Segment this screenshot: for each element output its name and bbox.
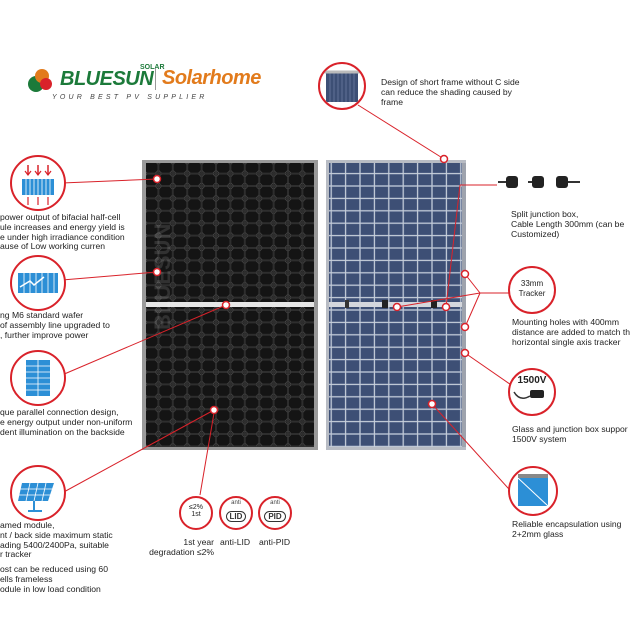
bluesun-logo-icon xyxy=(28,69,52,92)
parallel-connection-icon xyxy=(10,350,66,406)
right-callout-4-text: Glass and junction box suppor 1500V syst… xyxy=(512,424,628,444)
brand-header: BLUESUN SOLAR Solarhome YOUR BEST PV SUP… xyxy=(22,64,261,108)
degradation-icon: ≤2% 1st xyxy=(179,496,213,530)
anti-pid-caption: anti-PID xyxy=(259,537,291,547)
brand-name-left-sup: SOLAR xyxy=(140,64,165,71)
callout-dots xyxy=(152,154,470,415)
left-connectors xyxy=(61,178,227,496)
right-callout-5-text: Reliable encapsulation using 2+2mm glass xyxy=(512,519,622,539)
anti-pid-icon: anti PID xyxy=(258,496,292,530)
degradation-caption: 1st year degradation ≤2% xyxy=(149,537,214,557)
front-panel: BLUESUN xyxy=(142,160,318,450)
glass-encapsulation-icon xyxy=(508,466,558,516)
right-callout-2-text: Split junction box, Cable Length 300mm (… xyxy=(511,209,625,239)
anti-lid-icon: anti LID xyxy=(219,496,253,530)
tracker-icon: 33mm Tracker xyxy=(508,266,556,314)
tracker-badge-line-2: Tracker xyxy=(518,289,546,298)
voltage-1500v-icon: 1500V xyxy=(508,368,556,416)
junction-box-icon xyxy=(494,170,584,200)
brand-tagline: YOUR BEST PV SUPPLIER xyxy=(52,94,208,101)
brand-separator xyxy=(155,68,156,90)
short-frame-icon xyxy=(318,62,366,110)
m6-wafer-icon xyxy=(10,255,66,311)
framed-module-icon xyxy=(10,465,66,521)
anti-lid-caption: anti-LID xyxy=(220,537,251,547)
left-callout-4-text: amed module, nt / back side maximum stat… xyxy=(0,520,113,594)
left-callout-2-text: ng M6 standard wafer of assembly line up… xyxy=(0,310,110,340)
right-callout-3-text: Mounting holes with 400mm distance are a… xyxy=(512,317,630,347)
brand-name-right: Solarhome xyxy=(162,67,261,89)
right-callout-1-text: Design of short frame without C side can… xyxy=(381,77,520,107)
right-connectors xyxy=(357,104,518,499)
left-callout-1-text: power output of bifacial half-cell ule i… xyxy=(0,212,125,252)
tracker-badge-line-1: 33mm xyxy=(520,279,544,288)
brand-name-left: BLUESUN xyxy=(60,68,154,90)
bifacial-cell-icon xyxy=(10,155,66,211)
left-callout-3-text: que parallel connection design, e energy… xyxy=(0,407,133,437)
svg-text:BLUESUN: BLUESUN xyxy=(150,224,175,330)
